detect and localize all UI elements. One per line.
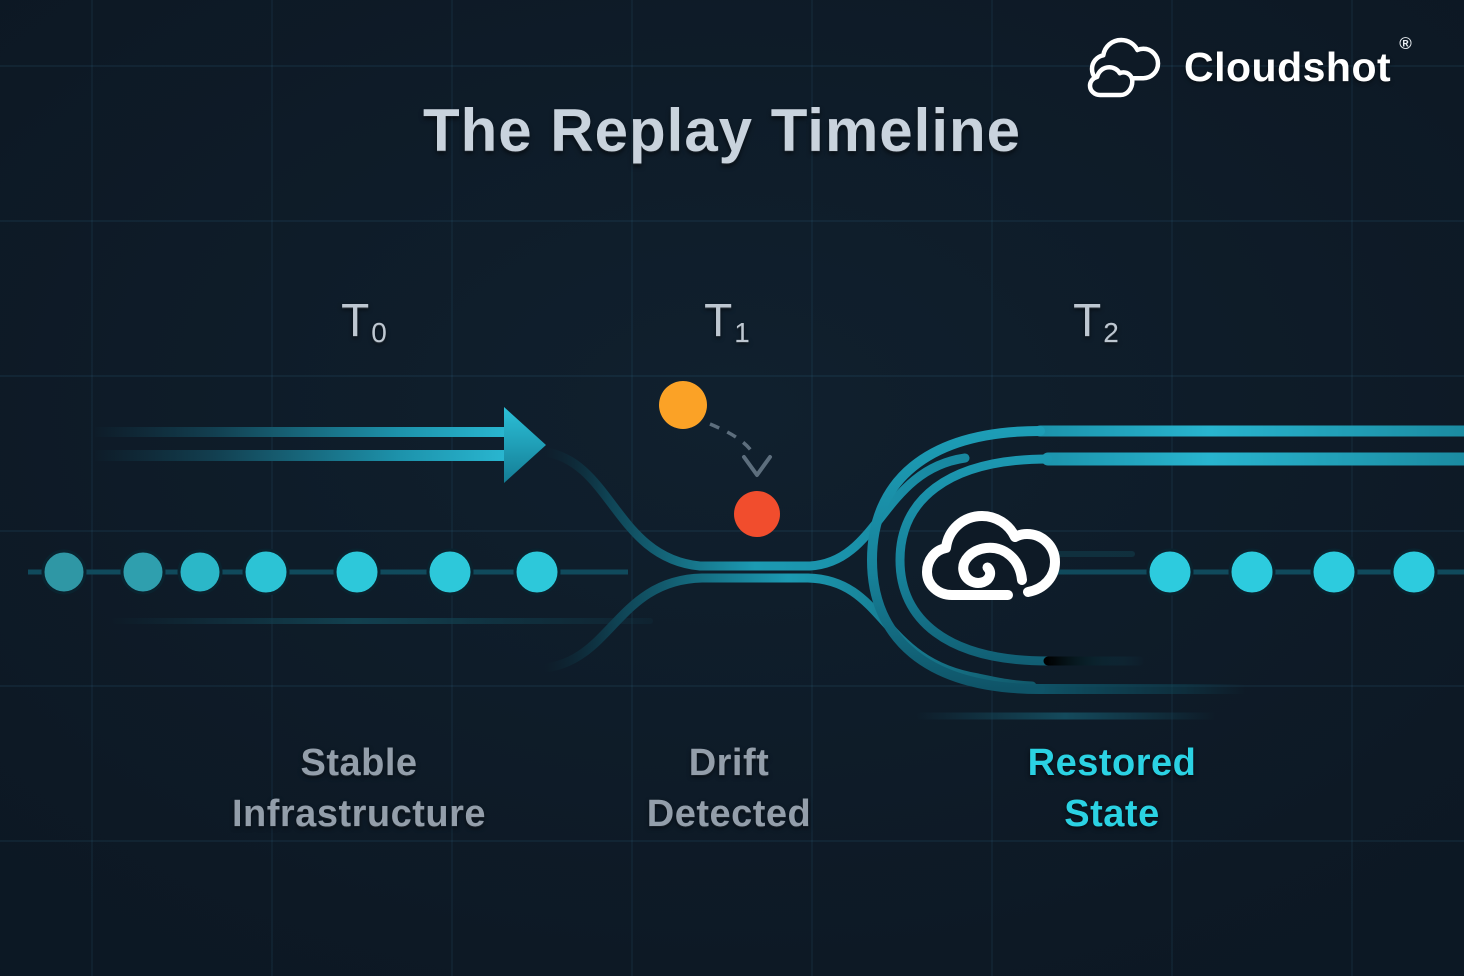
brand-logo: Cloudshot ®: [1086, 34, 1412, 98]
registered-mark: ®: [1399, 34, 1412, 53]
caption-drift-detected: Drift Detected: [647, 738, 812, 840]
caption-drift-line1: Drift: [688, 742, 770, 784]
phase-time-t1-label: T: [704, 294, 733, 346]
drift-arrowhead-icon: [742, 455, 772, 477]
caption-stable-infrastructure: Stable Infrastructure: [232, 738, 486, 840]
phase-time-t1: T1: [704, 293, 750, 348]
cloud-restore-icon: [922, 511, 1060, 600]
event-dots-left: [41, 548, 561, 596]
phase-time-t0: T0: [341, 293, 387, 348]
brand-name: Cloudshot: [1184, 43, 1392, 90]
phase-time-t0-label: T: [341, 294, 370, 346]
drift-deviated-dot: [734, 491, 780, 537]
caption-stable-line2: Infrastructure: [231, 793, 487, 835]
phase-time-t2: T2: [1073, 293, 1119, 348]
cloud-logo-icon: [1087, 37, 1161, 98]
flow-arrow-icon: [95, 407, 546, 483]
replay-loop: [866, 425, 1464, 694]
event-dots-right: [1146, 548, 1438, 596]
caption-restored-line1: Restored: [1027, 742, 1197, 784]
phase-time-t1-subscript: 1: [734, 317, 750, 348]
phase-time-t2-label: T: [1073, 294, 1102, 346]
drift-event: [659, 381, 780, 537]
caption-restored-line2: State: [1064, 793, 1160, 835]
motion-streaks: [112, 551, 1219, 720]
drift-origin-dot: [659, 381, 707, 429]
caption-stable-line1: Stable: [300, 742, 418, 784]
phase-time-t0-subscript: 0: [371, 317, 387, 348]
drift-arrow-icon: [709, 422, 755, 455]
phase-time-t2-subscript: 2: [1103, 317, 1119, 348]
caption-drift-line2: Detected: [646, 793, 812, 835]
page-title: The Replay Timeline: [422, 97, 1022, 164]
caption-restored-state: Restored State: [1028, 738, 1197, 840]
